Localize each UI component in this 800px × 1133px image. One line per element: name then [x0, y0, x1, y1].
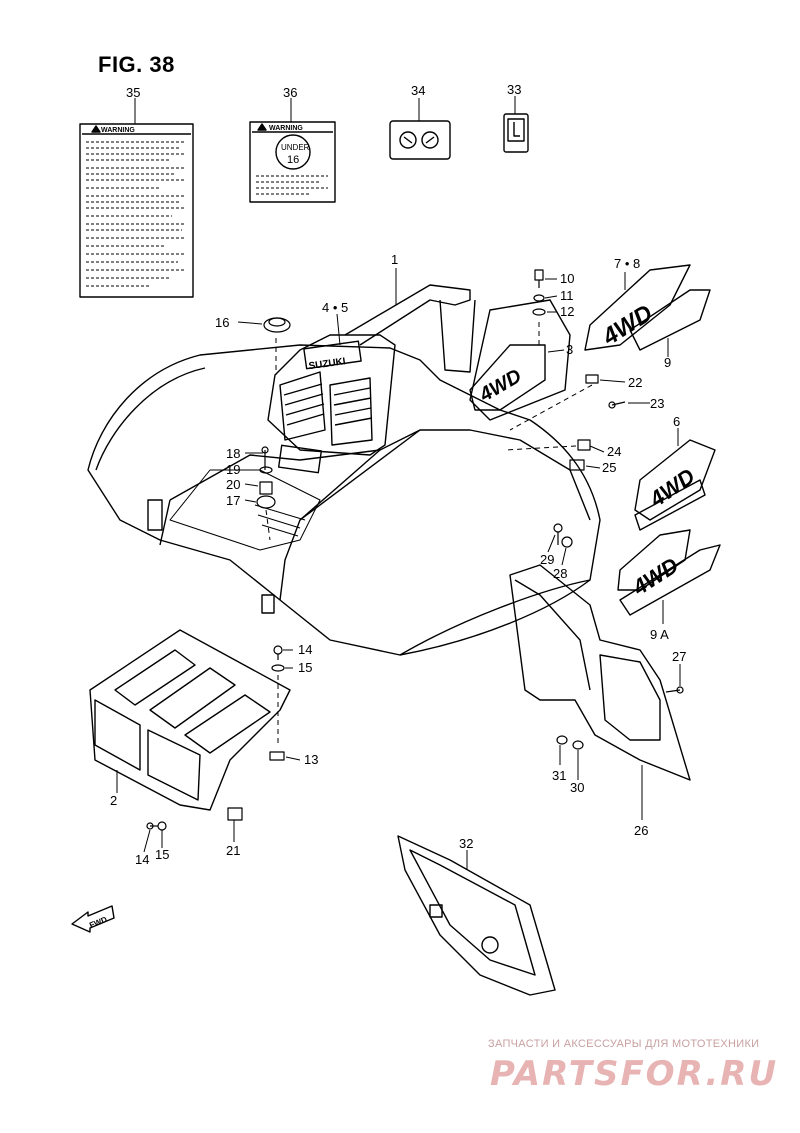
callout-34: 34 — [411, 83, 425, 98]
warning-label-36-illustration — [249, 121, 336, 203]
callout-2: 2 — [110, 793, 117, 808]
callout-25: 25 — [602, 460, 616, 475]
warning-35-text: WARNING — [101, 127, 135, 134]
under-age-text: 16 — [287, 154, 299, 166]
callout-35: 35 — [126, 85, 140, 100]
callout-24: 24 — [607, 444, 621, 459]
label-34-illustration — [389, 120, 451, 160]
decal-7-8-text: 4WD — [597, 300, 657, 352]
callout-20: 20 — [226, 477, 240, 492]
callout-15-upper: 15 — [298, 660, 312, 675]
callout-23: 23 — [650, 396, 664, 411]
callout-11: 11 — [560, 288, 574, 303]
callout-14-upper: 14 — [298, 642, 312, 657]
decal-3-text: 4WD — [475, 365, 525, 407]
callout-29: 29 — [540, 552, 554, 567]
callout-16: 16 — [215, 315, 229, 330]
hardware-illustration — [146, 269, 684, 831]
decal-7-8-illustration — [584, 264, 711, 351]
decal-6-illustration — [634, 439, 716, 531]
decal-9a-text: 4WD — [627, 552, 683, 600]
callout-15-lower: 15 — [155, 847, 169, 862]
callout-22: 22 — [628, 375, 642, 390]
callout-6: 6 — [673, 414, 680, 429]
front-lower-panel-illustration — [89, 629, 291, 811]
callout-9a: 9 A — [650, 627, 669, 642]
callout-31: 31 — [552, 768, 566, 783]
callout-7-8: 7 • 8 — [614, 256, 640, 271]
decal-3-illustration — [469, 344, 546, 411]
callout-17: 17 — [226, 493, 240, 508]
fwd-arrow-illustration — [71, 905, 115, 933]
warning-36-text: WARNING — [269, 125, 303, 132]
callout-18: 18 — [226, 446, 240, 461]
watermark-site: PARTSFOR.RU — [490, 1054, 779, 1094]
callout-13: 13 — [304, 752, 318, 767]
callout-1: 1 — [391, 252, 398, 267]
mud-guard-illustration — [397, 835, 556, 996]
front-fender-illustration — [87, 284, 601, 656]
callout-10: 10 — [560, 271, 574, 286]
callout-32: 32 — [459, 836, 473, 851]
side-panel-illustration — [509, 564, 691, 781]
callout-30: 30 — [570, 780, 584, 795]
callout-33: 33 — [507, 82, 521, 97]
decal-9a-illustration — [617, 529, 721, 616]
figure-title: FIG. 38 — [98, 52, 175, 77]
under-text: UNDER — [281, 143, 310, 152]
leader-lines — [116, 96, 681, 870]
label-33-illustration — [503, 113, 529, 153]
callout-9: 9 — [664, 355, 671, 370]
callout-4-5: 4 • 5 — [322, 300, 348, 315]
callout-26: 26 — [634, 823, 648, 838]
warning-label-35-illustration — [79, 123, 194, 298]
callout-21: 21 — [226, 843, 240, 858]
brand-text: SUZUKI — [308, 356, 347, 372]
callout-27: 27 — [672, 649, 686, 664]
watermark-subtitle: ЗАПЧАСТИ И АКСЕССУАРЫ ДЛЯ МОТОТЕХНИКИ — [488, 1038, 760, 1050]
callout-19: 19 — [226, 462, 240, 477]
callout-36: 36 — [283, 85, 297, 100]
callout-3: 3 — [566, 342, 573, 357]
callout-14-lower: 14 — [135, 852, 149, 867]
callout-12: 12 — [560, 304, 574, 319]
callout-28: 28 — [553, 566, 567, 581]
fwd-text: FWD — [88, 915, 108, 930]
